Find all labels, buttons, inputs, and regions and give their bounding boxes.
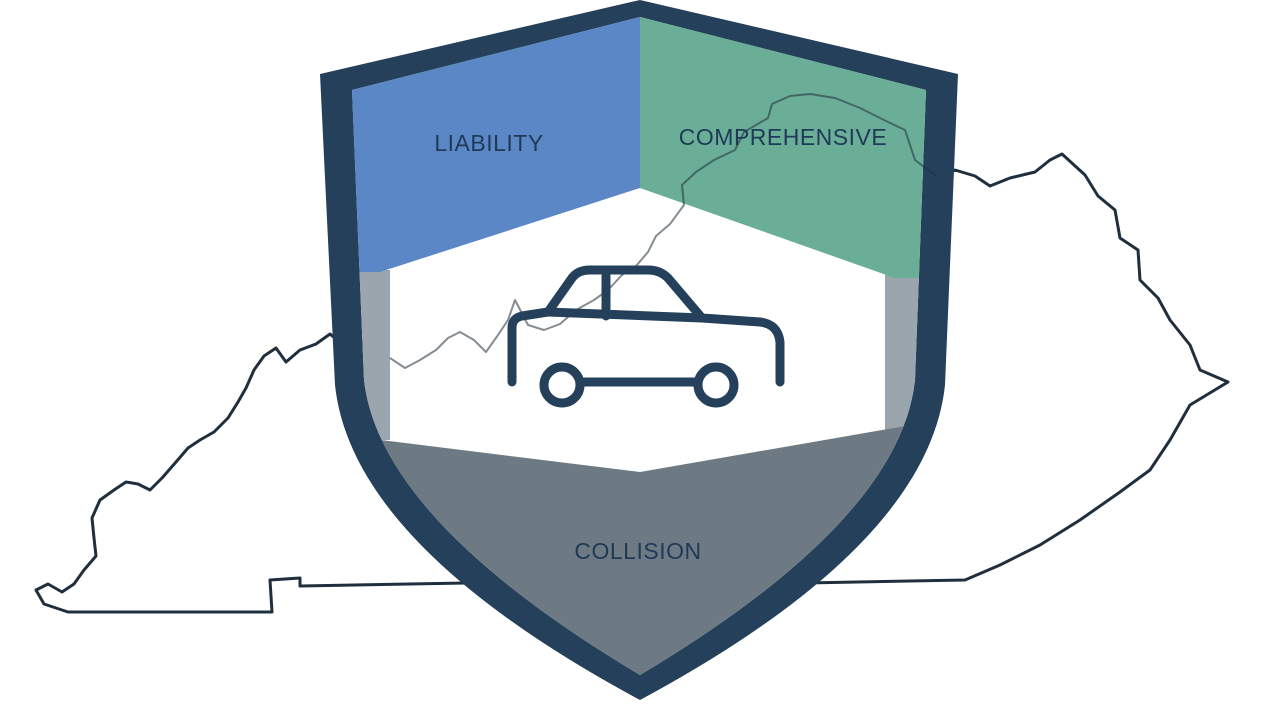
- car-window-divider: [543, 271, 707, 323]
- kentucky-outline-overlay: [389, 93, 937, 369]
- shield-segments: [352, 17, 926, 675]
- label-comprehensive: COMPREHENSIVE: [679, 124, 887, 150]
- label-collision: COLLISION: [574, 538, 701, 564]
- car-body: [507, 265, 785, 387]
- car-wheel-rear: [693, 362, 739, 408]
- car-icon: [507, 265, 785, 408]
- car-wheel-front: [539, 362, 585, 408]
- label-liability: LIABILITY: [434, 130, 543, 156]
